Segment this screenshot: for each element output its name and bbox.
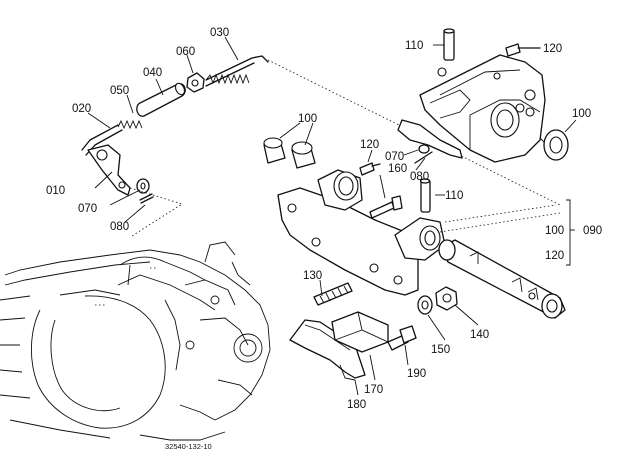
- callout-160: 160: [388, 163, 407, 175]
- callout-100-right: 100: [572, 108, 591, 120]
- callout-170: 170: [364, 384, 383, 396]
- callout-040: 040: [143, 67, 162, 79]
- lift-shaft: [438, 239, 566, 319]
- lift-arm-block: [397, 28, 569, 164]
- stud-bolt: [313, 282, 353, 306]
- callout-050: 050: [110, 85, 129, 97]
- callout-110-mid: 110: [445, 190, 463, 202]
- drawing-code: 32540-132-10: [165, 442, 212, 451]
- main-bracket: [277, 162, 561, 296]
- callout-140: 140: [470, 329, 489, 341]
- callout-020: 020: [72, 103, 91, 115]
- callout-110-top: 110: [405, 40, 423, 52]
- lower-clamp-assembly: [289, 311, 417, 381]
- callout-120-top: 120: [543, 43, 562, 55]
- callout-070-left: 070: [78, 203, 97, 215]
- callout-130: 130: [303, 270, 322, 282]
- callout-180: 180: [347, 399, 366, 411]
- callout-120-mid: 120: [360, 139, 379, 151]
- callout-060: 060: [176, 46, 195, 58]
- leader-lines: [87, 36, 577, 396]
- callout-labels: 010 020 030 040 050 060 070 070 080 080 …: [46, 27, 602, 451]
- nut-and-washer: [417, 286, 458, 315]
- callout-120-shaft: 120: [545, 250, 564, 262]
- callout-100-shaft: 100: [545, 225, 564, 237]
- callout-150: 150: [431, 344, 450, 356]
- callout-080-left: 080: [110, 221, 129, 233]
- bushings: [263, 137, 316, 169]
- callout-100-top: 100: [298, 113, 317, 125]
- callout-070-right: 070: [385, 151, 404, 163]
- linkage-rod-assembly: [81, 55, 561, 237]
- callout-030: 030: [210, 27, 229, 39]
- callout-190: 190: [407, 368, 426, 380]
- callout-080-right: 080: [410, 171, 429, 183]
- transmission-housing: [0, 241, 271, 441]
- callout-010: 010: [46, 185, 65, 197]
- callout-090: 090: [583, 225, 602, 237]
